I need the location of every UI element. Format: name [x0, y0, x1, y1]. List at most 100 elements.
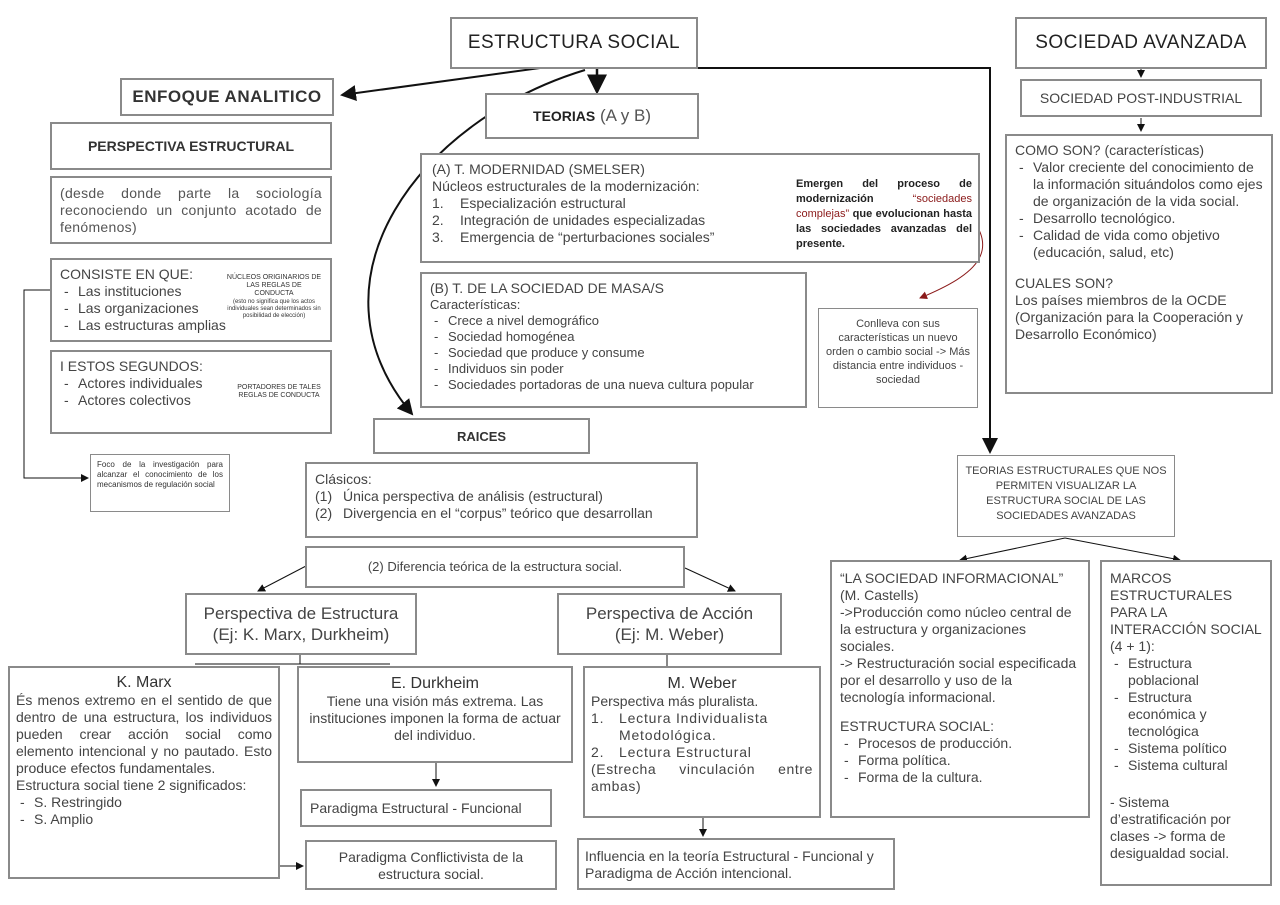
- persp-accion-line2: (Ej: M. Weber): [614, 625, 725, 644]
- emergen-text: Emergen del proceso de modernización “so…: [796, 178, 972, 250]
- foco-box: Foco de la investigación para alcanzar e…: [90, 454, 230, 512]
- influencia-box: Influencia en la teoría Estructural - Fu…: [577, 838, 895, 890]
- weber-tail: (Estrecha vinculación entre ambas): [591, 761, 813, 794]
- nucleos-note: NÚCLEOS ORIGINARIOS DE LAS REGLAS DE CON…: [226, 274, 322, 297]
- marcos-title: MARCOS ESTRUCTURALES PARA LA INTERACCIÓN…: [1110, 570, 1262, 654]
- list-item: Sistema político: [1110, 740, 1262, 757]
- como-son-list: Valor creciente del conocimiento de la i…: [1015, 159, 1263, 261]
- teorias-box: TEORIAS (A y B): [485, 93, 699, 139]
- marx-list: S. Restringido S. Amplio: [16, 794, 272, 828]
- masa-list: Crece a nivel demográfico Sociedad homog…: [430, 313, 797, 393]
- persp-accion-box: Perspectiva de Acción (Ej: M. Weber): [557, 593, 782, 655]
- teorias-estructurales-text: TEORIAS ESTRUCTURALES QUE NOS PERMITEN V…: [965, 465, 1167, 522]
- modernidad-subtitle: Núcleos estructurales de la modernizació…: [432, 178, 700, 194]
- modernidad-list: 1.Especialización estructural 2.Integrac…: [432, 195, 968, 246]
- list-item: S. Amplio: [16, 811, 272, 828]
- list-item: 3.Emergencia de “perturbaciones sociales…: [432, 229, 715, 245]
- estos-segundos-title: I ESTOS SEGUNDOS:: [60, 358, 203, 374]
- clasicos-title: Clásicos:: [315, 471, 372, 487]
- diferencia-text: (2) Diferencia teórica de la estructura …: [367, 559, 623, 574]
- masa-box: (B) T. DE LA SOCIEDAD DE MASA/S Caracter…: [420, 272, 807, 408]
- list-item: Las instituciones: [60, 283, 322, 300]
- informacional-p2: -> Restructuración social especificada p…: [840, 655, 1077, 705]
- teorias-bold: TEORIAS: [533, 108, 596, 124]
- weber-title: M. Weber: [667, 675, 737, 692]
- marcos-box: MARCOS ESTRUCTURALES PARA LA INTERACCIÓN…: [1100, 560, 1272, 886]
- teorias-rest: (A y B): [595, 106, 651, 125]
- nucleos-subnote: (esto no significa que los actos individ…: [227, 299, 321, 319]
- sociedad-avanzada-title: SOCIEDAD AVANZADA: [1035, 32, 1247, 53]
- cuales-son-body: Los países miembros de la OCDE (Organiza…: [1015, 292, 1244, 342]
- informacional-p1: ->Producción como núcleo central de la e…: [840, 604, 1072, 654]
- perspectiva-estructural-box: PERSPECTIVA ESTRUCTURAL: [50, 122, 332, 170]
- list-item: (1)Única perspectiva de análisis (estruc…: [315, 488, 603, 504]
- desde-donde-box: (desde donde parte la sociología reconoc…: [50, 176, 332, 244]
- estos-segundos-box: I ESTOS SEGUNDOS: Actores individuales A…: [50, 350, 332, 434]
- list-item: Actores individuales: [60, 375, 322, 392]
- foco-text: Foco de la investigación para alcanzar e…: [97, 460, 223, 489]
- list-item: 2.Integración de unidades especializadas: [432, 212, 706, 228]
- consiste-list: Las instituciones Las organizaciones Las…: [60, 283, 322, 334]
- consiste-title: CONSISTE EN QUE:: [60, 266, 194, 282]
- list-item: 1.Lectura Individualista Metodológica.: [591, 710, 769, 743]
- masa-title: (B) T. DE LA SOCIEDAD DE MASA/S: [430, 280, 664, 296]
- list-item: Las organizaciones: [60, 300, 322, 317]
- arrow-to-marcos: [1064, 537, 1181, 563]
- teorias-estructurales-box: TEORIAS ESTRUCTURALES QUE NOS PERMITEN V…: [957, 455, 1175, 537]
- marcos-extra: - Sistema d’estratificación por clases -…: [1110, 794, 1231, 861]
- arrow-to-enfoque: [340, 67, 541, 102]
- marx-line: Estructura social tiene 2 significados:: [16, 777, 247, 793]
- perspectiva-estructural-title: PERSPECTIVA ESTRUCTURAL: [87, 138, 295, 154]
- masa-subtitle: Características:: [430, 297, 521, 312]
- informacional-sub: ESTRUCTURA SOCIAL:: [840, 718, 995, 734]
- marx-title: K. Marx: [116, 674, 172, 691]
- como-son-title: COMO SON? (características): [1015, 142, 1205, 158]
- list-item: S. Restringido: [16, 794, 272, 811]
- enfoque-analitico-box: ENFOQUE ANALITICO: [120, 78, 334, 116]
- marx-box: K. Marx És menos extremo en el sentido d…: [8, 666, 280, 879]
- raices-title: RAICES: [456, 428, 507, 444]
- list-item: Las estructuras amplias: [60, 317, 322, 334]
- estructura-social-box: ESTRUCTURA SOCIAL: [450, 17, 698, 69]
- list-item: Actores colectivos: [60, 392, 322, 409]
- list-item: Forma política.: [840, 752, 1080, 769]
- list-item: 2.Lectura Estructural: [591, 744, 752, 760]
- persp-accion-line1: Perspectiva de Acción: [585, 604, 754, 623]
- durkheim-box: E. Durkheim Tiene una visión más extrema…: [297, 666, 573, 763]
- clasicos-list: (1)Única perspectiva de análisis (estruc…: [315, 488, 688, 522]
- conlleva-box: Conlleva con sus características un nuev…: [818, 308, 978, 408]
- marcos-list: Estructura poblacional Estructura económ…: [1110, 655, 1262, 774]
- paradigma-conflict-text: Paradigma Conflictivista de la estructur…: [338, 849, 524, 882]
- raices-box: RAICES: [373, 418, 590, 454]
- marx-body: És menos extremo en el sentido de que de…: [16, 692, 272, 776]
- enfoque-analitico-title: ENFOQUE ANALITICO: [132, 87, 322, 106]
- modernidad-box: (A) T. MODERNIDAD (SMELSER) Núcleos estr…: [420, 153, 980, 263]
- weber-subtitle: Perspectiva más pluralista.: [591, 693, 759, 709]
- list-item: 1.Especialización estructural: [432, 195, 626, 211]
- influencia-text: Influencia en la teoría Estructural - Fu…: [585, 848, 874, 881]
- post-industrial-text: SOCIEDAD POST-INDUSTRIAL: [1039, 89, 1243, 106]
- estructura-social-title: ESTRUCTURA SOCIAL: [467, 32, 681, 53]
- desde-donde-text: (desde donde parte la sociología reconoc…: [60, 185, 322, 235]
- paradigma-conflict-box: Paradigma Conflictivista de la estructur…: [305, 840, 557, 890]
- paradigma-ef-text: Paradigma Estructural - Funcional: [310, 799, 522, 816]
- post-industrial-box: SOCIEDAD POST-INDUSTRIAL: [1020, 79, 1262, 117]
- list-item: (2)Divergencia en el “corpus” teórico qu…: [315, 505, 653, 521]
- list-item: Valor creciente del conocimiento de la i…: [1015, 159, 1263, 210]
- sociedad-avanzada-box: SOCIEDAD AVANZADA: [1015, 17, 1267, 69]
- weber-list: 1.Lectura Individualista Metodológica. 2…: [591, 710, 813, 761]
- como-son-box: COMO SON? (características) Valor crecie…: [1005, 134, 1273, 394]
- informacional-list: Procesos de producción. Forma política. …: [840, 735, 1080, 786]
- list-item: Sistema cultural: [1110, 757, 1262, 774]
- paradigma-ef-box: Paradigma Estructural - Funcional: [300, 789, 552, 827]
- list-item: Crece a nivel demográfico: [430, 313, 797, 329]
- arrow-to-persp-estructura: [257, 565, 307, 592]
- list-item: Sociedades portadoras de una nueva cultu…: [430, 377, 797, 393]
- list-item: Procesos de producción.: [840, 735, 1080, 752]
- persp-estructura-line1: Perspectiva de Estructura: [203, 604, 399, 623]
- weber-box: M. Weber Perspectiva más pluralista. 1.L…: [583, 666, 821, 818]
- list-item: Calidad de vida como objetivo (educación…: [1015, 227, 1263, 261]
- list-item: Sociedad homogénea: [430, 329, 797, 345]
- conlleva-text: Conlleva con sus características un nuev…: [826, 318, 970, 386]
- persp-estructura-line2: (Ej: K. Marx, Durkheim): [212, 625, 390, 644]
